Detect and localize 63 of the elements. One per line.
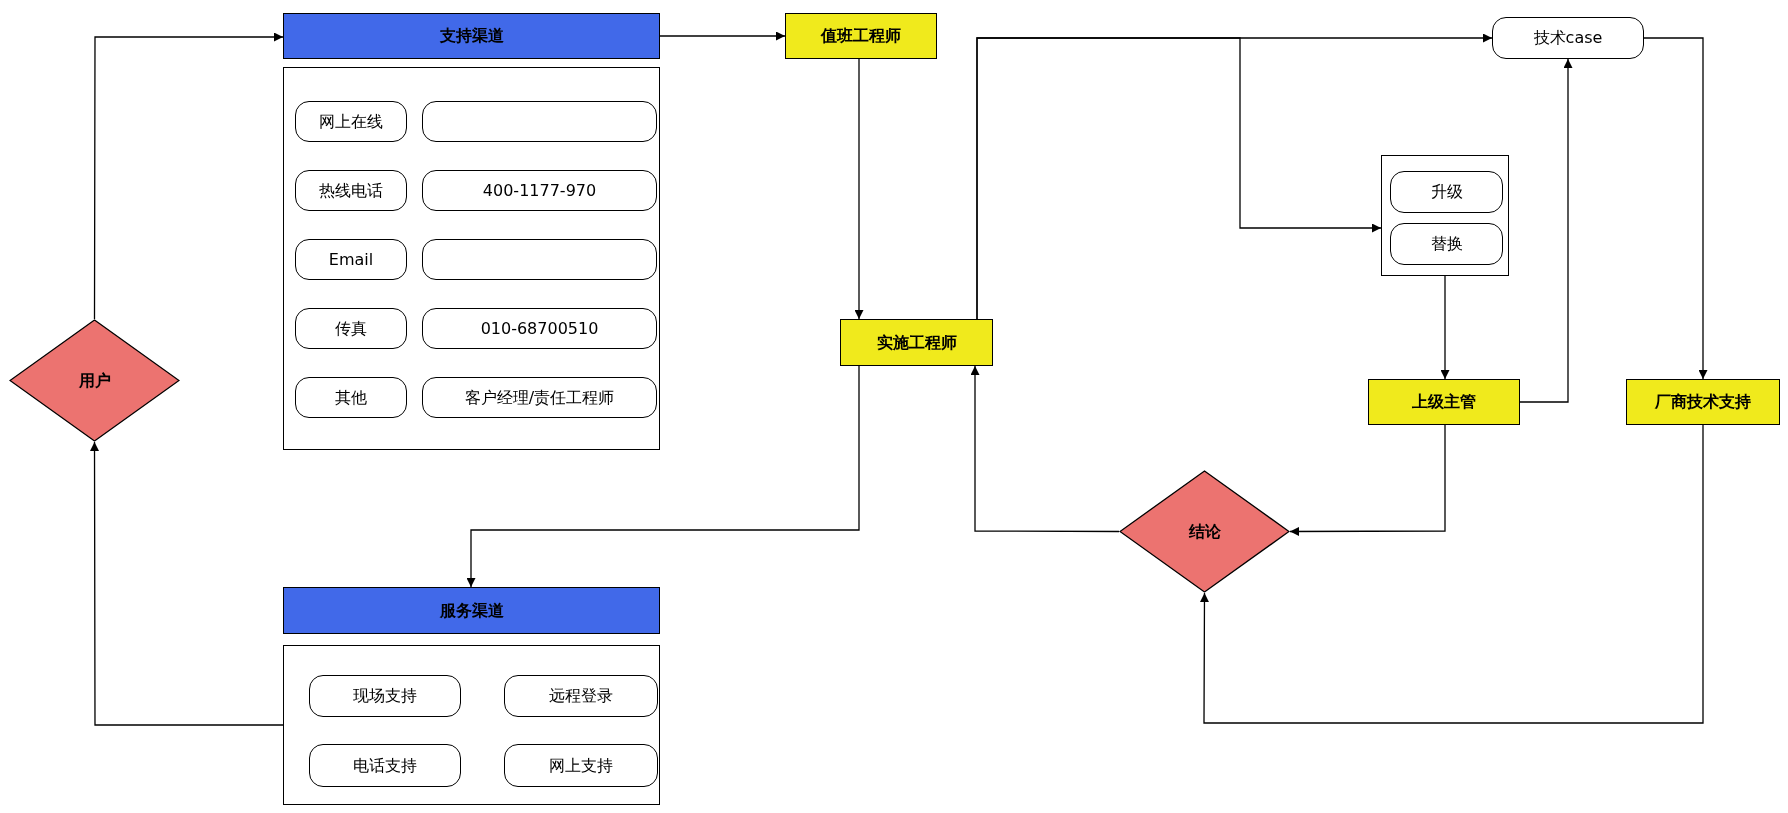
rounded-box [422,170,657,211]
label-text: 其他 [335,386,367,409]
rounded-box [422,101,657,142]
arrow [659,31,786,41]
label-text: 实施工程师 [876,331,957,354]
label-text: 客户经理/责任工程师 [464,386,615,409]
rounded-box [295,101,407,142]
label-text: 上级主管 [1412,391,1476,413]
label-text: 值班工程师 [821,25,901,47]
rounded-box [422,308,657,349]
label-text: 网上在线 [319,110,383,133]
arrow [466,365,860,588]
rounded-box [1390,223,1503,265]
arrow [1440,275,1450,380]
label-text: 400-1177-970 [482,179,597,202]
arrow [970,365,1120,533]
label-text: 技术case [1533,27,1603,49]
rounded-box [422,239,657,280]
header-bar [283,13,660,59]
label-text: 支持渠道 [439,25,504,47]
rounded-box [295,377,407,418]
rounded-box [1492,17,1644,59]
rounded-box [309,744,461,787]
rounded-box [295,308,407,349]
rounded-box [309,675,461,717]
label-text: 厂商技术支持 [1655,391,1751,413]
process-box [785,13,937,59]
panel-box [283,67,660,450]
process-box [1626,379,1780,425]
label-text: 服务渠道 [439,599,504,622]
arrow [93,32,284,320]
label-text: 替换 [1430,233,1463,255]
label-text: 热线电话 [319,179,383,202]
rounded-box [295,170,407,211]
label-text: 升级 [1430,181,1463,203]
panel-box [1381,155,1509,276]
rounded-box [422,377,657,418]
rounded-box [504,744,658,787]
arrow [1289,424,1446,536]
arrow [1199,424,1704,724]
decision-diamond [1119,470,1290,593]
arrow [854,58,864,320]
label-text: 结论 [1188,520,1221,543]
label-text: Email [328,248,374,271]
label-text: 010-68700510 [480,317,599,340]
rounded-box [295,239,407,280]
decision-diamond [9,319,180,442]
process-box [840,319,993,366]
arrow [976,37,1382,320]
process-box [1368,379,1520,425]
rounded-box [1390,171,1503,213]
arrow [1519,58,1573,403]
label-text: 远程登录 [549,685,613,707]
label-text: 网上支持 [549,754,613,777]
label-text: 传真 [335,317,367,340]
label-text: 现场支持 [353,685,417,707]
rounded-box [504,675,658,717]
arrow [90,441,284,726]
label-text: 用户 [78,369,111,392]
header-bar [283,587,660,634]
panel-box [283,645,660,805]
arrow [1643,37,1708,380]
label-text: 电话支持 [353,754,417,777]
